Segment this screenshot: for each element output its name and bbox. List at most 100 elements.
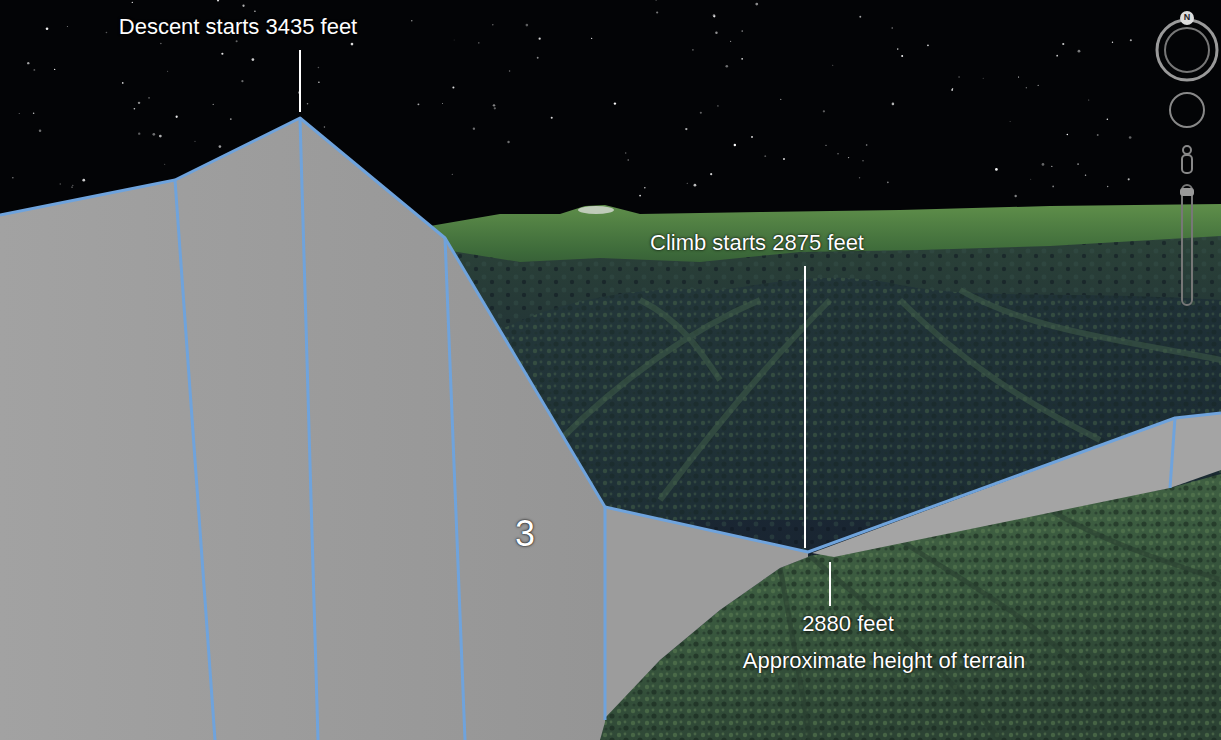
star xyxy=(71,186,73,188)
star xyxy=(1112,42,1113,43)
star xyxy=(54,69,55,70)
star xyxy=(72,185,73,186)
curtain-divider xyxy=(175,180,215,740)
star xyxy=(764,155,766,157)
star xyxy=(730,41,731,42)
curtain-divider xyxy=(604,507,607,720)
callout-text: Climb starts 2875 feet xyxy=(650,230,864,255)
star xyxy=(176,116,178,118)
star xyxy=(159,135,162,138)
leader-line xyxy=(804,266,806,548)
star xyxy=(1107,119,1109,121)
star xyxy=(685,128,687,130)
star xyxy=(252,58,255,61)
star xyxy=(1051,166,1052,167)
star xyxy=(1009,121,1011,123)
star xyxy=(33,113,35,115)
compass-inner xyxy=(1165,28,1209,72)
star xyxy=(167,70,169,72)
star xyxy=(755,3,758,6)
star xyxy=(82,179,85,182)
star xyxy=(33,69,35,71)
star xyxy=(591,38,592,39)
star xyxy=(217,0,219,2)
star xyxy=(138,102,140,104)
star xyxy=(194,141,195,142)
callout-text: Approximate height of terrain xyxy=(743,648,1026,673)
star xyxy=(710,173,712,175)
star xyxy=(254,11,255,12)
star xyxy=(452,86,454,88)
star xyxy=(655,0,656,1)
leader-line xyxy=(829,562,831,606)
star xyxy=(700,112,702,114)
star-field xyxy=(12,0,1132,197)
star xyxy=(783,158,785,160)
star xyxy=(892,103,895,106)
flight-curtain xyxy=(812,413,1221,557)
flight-curtain xyxy=(0,118,605,740)
star xyxy=(726,65,729,68)
star xyxy=(219,145,222,148)
star xyxy=(625,152,626,153)
star xyxy=(1078,50,1081,53)
star xyxy=(848,157,849,158)
star xyxy=(442,103,444,105)
star xyxy=(473,127,475,129)
star xyxy=(46,27,49,30)
star xyxy=(859,16,861,18)
star xyxy=(318,67,320,69)
star xyxy=(132,2,133,3)
star xyxy=(509,70,511,72)
star xyxy=(627,159,628,160)
navigation-controls xyxy=(1157,11,1217,305)
star xyxy=(715,32,717,34)
person-icon xyxy=(1182,155,1192,173)
star xyxy=(213,104,214,105)
star xyxy=(734,144,736,146)
star xyxy=(891,27,893,29)
star xyxy=(122,82,124,84)
star xyxy=(952,88,953,89)
star xyxy=(741,58,743,60)
star xyxy=(507,141,509,143)
star xyxy=(551,117,553,119)
star xyxy=(417,103,419,105)
star xyxy=(324,126,326,128)
star xyxy=(539,38,541,40)
star xyxy=(1042,163,1045,166)
star xyxy=(982,77,984,79)
star xyxy=(1067,134,1069,136)
star xyxy=(59,183,61,185)
callout-text: Descent starts 3435 feet xyxy=(119,14,357,39)
star xyxy=(27,62,29,64)
flight-curtain xyxy=(605,507,808,718)
callout-text: 2880 feet xyxy=(802,611,894,636)
star xyxy=(686,182,688,184)
star xyxy=(713,14,716,17)
curtain-divider xyxy=(300,118,318,740)
star xyxy=(826,145,827,146)
star xyxy=(12,177,13,178)
flight-path xyxy=(0,118,1221,552)
star xyxy=(1128,178,1130,180)
star xyxy=(644,187,646,189)
star xyxy=(866,144,868,146)
star xyxy=(526,24,529,27)
star xyxy=(927,44,929,46)
star xyxy=(1129,136,1132,139)
compass-ring xyxy=(1157,20,1217,80)
star xyxy=(1014,195,1016,197)
look-control xyxy=(1170,93,1204,127)
person-icon xyxy=(1183,146,1191,154)
star xyxy=(1107,186,1108,187)
star xyxy=(18,113,20,115)
star xyxy=(692,49,694,51)
star xyxy=(153,133,156,136)
star xyxy=(694,184,697,187)
star xyxy=(453,39,455,41)
star xyxy=(887,181,889,183)
leader-lines xyxy=(300,50,830,606)
star xyxy=(1130,39,1132,41)
